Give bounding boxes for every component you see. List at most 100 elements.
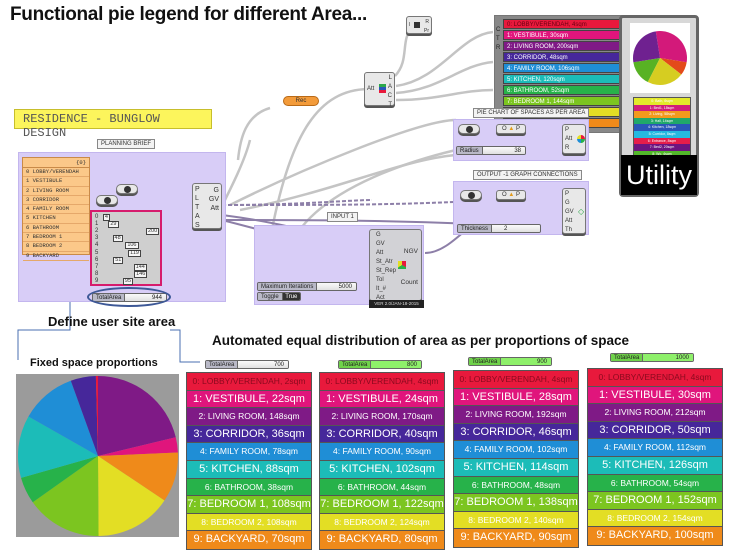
output-legend-item: 6: BATHROOM, 52sqm — [503, 85, 625, 95]
port-statr[interactable]: St_Atr — [376, 259, 393, 265]
port-a[interactable]: A — [195, 213, 200, 220]
gene-slider[interactable]: 144 — [133, 263, 147, 271]
arrow-define-to-auto — [170, 329, 200, 363]
space-list-item[interactable]: 6 BATHROOM — [23, 224, 89, 234]
gene-slider[interactable]: 146 — [134, 270, 148, 278]
utility-pie-slice — [633, 58, 660, 83]
curve-icon — [103, 197, 111, 204]
plane-param[interactable] — [458, 124, 480, 134]
port-pr[interactable]: Pr — [424, 28, 429, 34]
group-label-input: INPUT 1 — [327, 212, 358, 222]
port-att[interactable]: Att — [210, 205, 219, 212]
port-p[interactable]: P — [565, 191, 570, 197]
space-list-item[interactable]: 4 FAMILY ROOM — [23, 205, 89, 215]
arrow-define-to-fixed — [17, 300, 71, 360]
record-component[interactable]: Rec — [283, 96, 319, 106]
port-th[interactable]: Th — [565, 227, 573, 233]
port-r[interactable]: R — [425, 19, 429, 25]
space-list-item[interactable]: 5 KITCHEN — [23, 214, 89, 224]
distribution-row: 5: KITCHEN, 102sqm — [320, 460, 444, 479]
plane-param[interactable] — [460, 190, 482, 200]
port-r[interactable]: R — [496, 45, 501, 51]
param-node[interactable] — [116, 184, 138, 194]
port-l[interactable]: L — [195, 195, 199, 202]
port-g[interactable]: G — [565, 200, 570, 206]
port-p[interactable]: P — [565, 127, 570, 133]
port-it[interactable]: It_# — [376, 286, 387, 292]
port-r[interactable]: R — [565, 145, 570, 151]
radius-slider[interactable]: Radius 38 — [456, 146, 526, 155]
port-g[interactable]: G — [213, 187, 219, 194]
legend-icon — [379, 84, 386, 93]
utility-legend-item: 8: Wc, 4sqm — [634, 150, 690, 158]
port-p[interactable]: P — [195, 186, 200, 193]
gene-index: 4 — [95, 242, 99, 249]
slider-value: 900 — [501, 358, 551, 365]
port-a[interactable]: A — [387, 84, 392, 90]
gene-slider[interactable]: 51 — [113, 256, 124, 264]
orient-param[interactable]: O ▲ P — [496, 124, 526, 134]
port-att[interactable]: Att — [565, 136, 573, 142]
port-c[interactable]: C — [496, 27, 501, 33]
pie-slice-family-room — [28, 380, 98, 456]
gene-index: 9 — [95, 277, 99, 284]
port-t[interactable]: T — [496, 36, 500, 42]
space-list-item[interactable]: 3 CORRIDOR — [23, 196, 89, 206]
group-label-output: OUTPUT -1 GRAPH CONNECTIONS — [473, 170, 582, 180]
pie-slice-lobby-verendah — [95, 376, 98, 456]
port-att[interactable]: Att — [376, 250, 384, 256]
gene-slider[interactable]: 119 — [128, 249, 141, 257]
max-iterations-slider[interactable]: Maximum Iterations 5000 — [257, 282, 357, 291]
space-list-item[interactable]: 2 LIVING ROOM — [23, 187, 89, 196]
gene-slider[interactable]: 29 — [108, 221, 119, 229]
gene-slider[interactable]: 48 — [112, 235, 123, 243]
space-list-item[interactable]: 9 BACKYARD — [23, 252, 89, 261]
space-list-item[interactable]: 7 BEDROOM 1 — [23, 233, 89, 243]
orient-param[interactable]: O ▲ P — [496, 190, 526, 200]
port-strep[interactable]: St_Rep — [376, 268, 397, 274]
space-list-item[interactable]: 8 BEDROOM 2 — [23, 242, 89, 252]
port-l[interactable]: L — [388, 75, 392, 81]
port-t[interactable]: T — [388, 102, 392, 108]
wire — [395, 30, 494, 88]
port-gv[interactable]: GV — [565, 209, 574, 215]
port-g[interactable]: G — [376, 232, 381, 238]
pie-slice-bedroom-1 — [32, 456, 99, 536]
port-att[interactable]: Att — [565, 218, 573, 224]
gene-slider[interactable]: 4 — [102, 214, 110, 221]
toggle[interactable]: Toggle True — [257, 292, 301, 301]
gene-slider[interactable]: 106 — [125, 242, 139, 250]
distribution-row: 1: VESTIBULE, 28sqm — [454, 388, 578, 407]
distribution-row: 5: KITCHEN, 126sqm — [588, 456, 722, 475]
port-s[interactable]: S — [195, 222, 200, 229]
gene-slider[interactable]: 200 — [146, 228, 160, 236]
port-gv[interactable]: GV — [208, 196, 219, 203]
port-gv[interactable]: GV — [376, 241, 385, 247]
list-header: {0} — [23, 158, 89, 168]
param-node[interactable] — [96, 195, 118, 205]
slider-label: TotalArea — [206, 361, 239, 368]
port-t[interactable]: T — [195, 204, 200, 211]
person-icon: ▲ — [508, 192, 515, 198]
gene-slider[interactable]: 95 — [122, 277, 134, 285]
space-list-item[interactable]: 1 VESTIBULE — [23, 177, 89, 187]
space-list-item[interactable]: 0 LOBBY/VERENDAH — [23, 168, 89, 178]
slider-label: Thickness — [458, 225, 493, 232]
port-tol[interactable]: Tol — [376, 277, 384, 283]
port-c[interactable]: C — [387, 93, 392, 99]
port-act[interactable]: Act — [376, 295, 385, 301]
thickness-slider[interactable]: Thickness 2 — [457, 224, 541, 233]
